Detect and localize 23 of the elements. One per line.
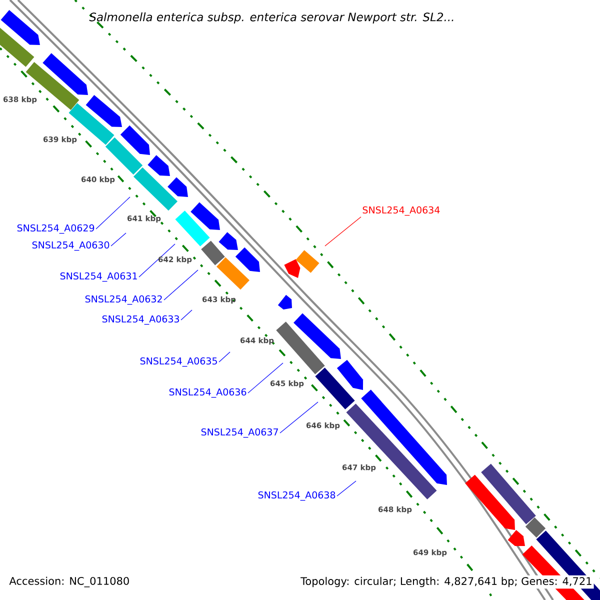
leader-line [180,310,192,320]
leader-line [138,244,176,278]
gene-label: SNSL254_A0631 [60,272,137,282]
gene-label: SNSL254_A0629 [17,224,94,234]
gene-label: SNSL254_A0633 [102,315,180,325]
leader-line [336,480,356,496]
leader-line [218,352,230,362]
leader-line [110,232,126,246]
gene-label: SNSL254_A0638 [258,491,336,501]
title: Salmonella enterica subsp. enterica serovar Newport str. SL2... [89,12,454,24]
gene-label: SNSL254_A0630 [32,241,110,251]
leader-line [248,362,284,394]
gene-label: SNSL254_A0632 [85,295,162,305]
gene-label: SNSL254_A0637 [201,428,278,438]
gene-label: SNSL254_A0634 [362,206,440,216]
leader-line [280,402,318,434]
gene-label: SNSL254_A0635 [140,357,217,367]
leader-line [164,270,198,300]
leader-line [324,216,362,246]
gene-label: SNSL254_A0636 [169,388,246,398]
genome-info-text: Topology: circular; Length: 4,827,641 bp; Genes: 4,721 [299,575,594,589]
leader-line [96,196,130,230]
accession-text: Accession: NC_011080 [9,576,129,588]
